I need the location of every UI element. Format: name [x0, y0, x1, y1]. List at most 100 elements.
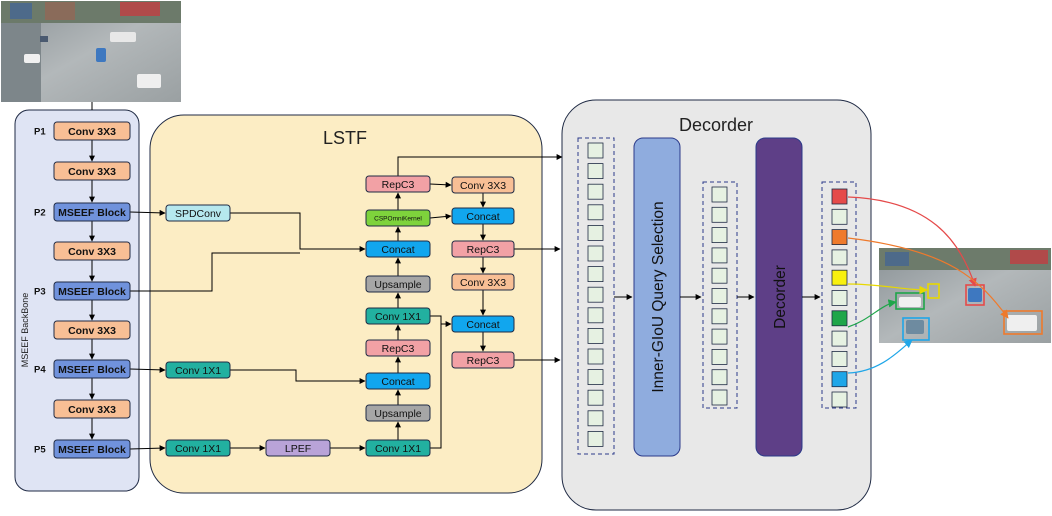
block-label: MSEEF Block	[58, 364, 126, 376]
upsample-block: Upsample	[365, 275, 431, 293]
query-cell	[831, 330, 848, 347]
cspomnikernel-block: CSPOmniKernel	[365, 209, 431, 227]
block-label: Concat	[466, 211, 499, 223]
query-cells-3	[831, 188, 848, 408]
conv-3x3-block: Conv 3X3	[53, 121, 131, 141]
query-cell	[587, 430, 604, 447]
query-cell	[831, 249, 848, 266]
block-label: RepC3	[382, 343, 415, 355]
query-cell	[587, 142, 604, 159]
query-column-2	[702, 181, 738, 409]
block-label: RepC3	[467, 244, 500, 256]
query-cell	[711, 247, 728, 264]
query-cell	[587, 286, 604, 303]
query-cell	[587, 348, 604, 365]
mseef-block-block: MSEEF Block	[53, 281, 131, 301]
conv-1x1-block: Conv 1X1	[165, 439, 231, 457]
block-label: Concat	[381, 376, 414, 388]
decoder-block-label: Decorder	[772, 265, 789, 329]
query-cell	[587, 204, 604, 221]
block-label: Conv 3X3	[460, 277, 506, 289]
p2-to-spdconv	[129, 209, 166, 216]
decoder-panel	[561, 99, 872, 511]
lstf-panel	[149, 114, 543, 494]
block-label: CSPOmniKernel	[374, 215, 422, 222]
query-column-1	[577, 137, 615, 455]
query-cell	[831, 371, 848, 388]
block-label: Conv 1X1	[175, 365, 221, 377]
conv-3x3-block: Conv 3X3	[53, 320, 131, 340]
query-cell	[587, 369, 604, 386]
concat-block: Concat	[451, 315, 515, 333]
query-cell	[587, 389, 604, 406]
query-cell	[831, 269, 848, 286]
block-label: Conv 1X1	[375, 443, 421, 455]
out-top	[397, 154, 563, 176]
stage-label-p2: P2	[34, 208, 46, 219]
p3-to-concat	[130, 252, 300, 292]
input-aerial-image	[1, 1, 181, 102]
query-cell	[831, 208, 848, 225]
query-cell	[711, 389, 728, 406]
link-red	[847, 196, 977, 287]
conv-1x1-block: Conv 1X1	[165, 361, 231, 379]
query-cell	[831, 391, 848, 408]
query-cell	[587, 163, 604, 180]
block-label: Upsample	[374, 408, 421, 420]
query-cell	[711, 206, 728, 223]
block-label: Conv 1X1	[175, 443, 221, 455]
conv1x1-to-concat	[230, 369, 366, 384]
conv-1x1-block: Conv 1X1	[365, 439, 431, 457]
link-orange	[847, 237, 1009, 319]
conv-3x3-block: Conv 3X3	[53, 399, 131, 419]
block-label: SPDConv	[175, 208, 222, 220]
detection-box-blue	[902, 317, 930, 341]
query-cell	[831, 350, 848, 367]
query-column-3	[821, 181, 857, 409]
query-cell	[711, 186, 728, 203]
query-cell	[711, 308, 728, 325]
repc3-block: RepC3	[365, 175, 431, 193]
stage-label-p3: P3	[34, 287, 46, 298]
query-cell	[587, 266, 604, 283]
stage-label-p1: P1	[34, 127, 46, 138]
block-label: Conv 3X3	[68, 404, 116, 416]
repc3-to-conv3x3	[429, 181, 452, 188]
query-cell	[711, 267, 728, 284]
block-label: MSEEF Block	[58, 286, 126, 298]
block-label: Conv 3X3	[68, 166, 116, 178]
concat-block: Concat	[365, 240, 431, 258]
query-cell	[587, 327, 604, 344]
block-label: Conv 3X3	[68, 126, 116, 138]
query-cell	[587, 224, 604, 241]
link-yellow	[847, 283, 928, 295]
lpef-block: LPEF	[265, 439, 331, 457]
block-label: MSEEF Block	[58, 207, 126, 219]
query-cell	[711, 328, 728, 345]
repc3-block: RepC3	[365, 339, 431, 357]
stage-label-p4: P4	[34, 365, 46, 376]
detection-box-orange	[1003, 310, 1043, 335]
conv-3x3-block: Conv 3X3	[451, 273, 515, 291]
conv-3x3-block: Conv 3X3	[451, 176, 515, 194]
connection-lines	[89, 140, 563, 452]
repc3-block: RepC3	[451, 351, 515, 369]
decoder-title: Decorder	[679, 115, 753, 135]
query-cell	[711, 288, 728, 304]
link-blue	[847, 339, 913, 374]
query-cell	[831, 310, 848, 327]
query-cell	[587, 183, 604, 200]
block-label: Conv 3X3	[460, 180, 506, 192]
repc3-block: RepC3	[451, 240, 515, 258]
block-label: Conv 3X3	[68, 246, 116, 258]
mseef-block-block: MSEEF Block	[53, 202, 131, 222]
spdconv-block: SPDConv	[165, 204, 231, 222]
concat-block: Concat	[365, 372, 431, 390]
conv1x1-bottom-link	[430, 316, 442, 449]
block-label: LPEF	[285, 443, 311, 455]
block-label: RepC3	[467, 355, 500, 367]
block-label: Conv 1X1	[375, 311, 421, 323]
p5-to-conv1x1	[129, 445, 166, 452]
